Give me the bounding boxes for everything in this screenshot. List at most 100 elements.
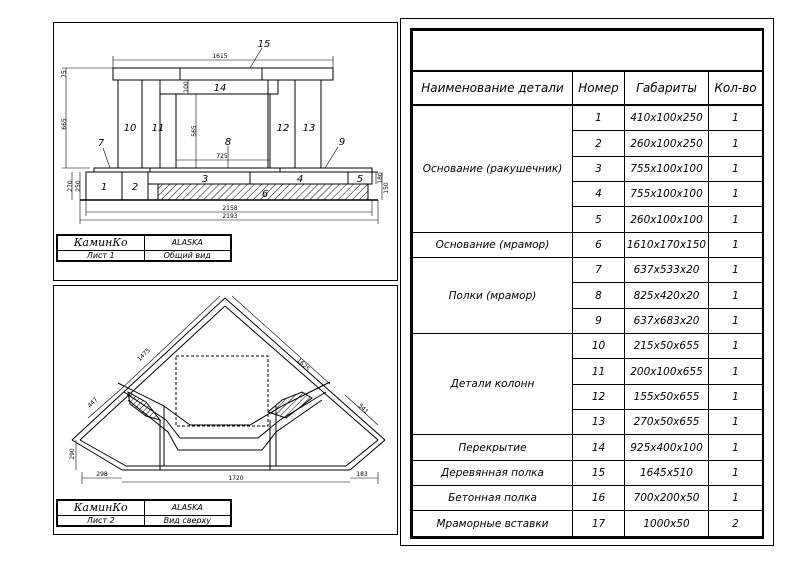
spec-num-cell: 9 [572, 307, 625, 335]
dim-1475: 1475 [136, 347, 152, 363]
spec-qty-cell: 1 [708, 307, 763, 335]
label-7: 7 [98, 138, 105, 149]
table-row: Детали колонн 10 215x50x655 1 [412, 333, 763, 436]
dim-100: 100 [183, 81, 190, 93]
part-8-shelf [149, 167, 281, 173]
spec-num-cell: 11 [572, 358, 625, 385]
spec-size-cell: 637x533x20 [624, 257, 709, 284]
spec-num-cell: 7 [572, 257, 625, 284]
table-row: 9 637x683x20 1 [413, 307, 763, 335]
spec-size-cell: 215x50x655 [624, 333, 709, 360]
spec-num-cell: 3 [572, 155, 625, 183]
top-view-drawing: 1475 1625 447 541 290 298 1720 183 [69, 295, 386, 484]
label-14: 14 [214, 83, 227, 94]
spec-name-cell: Детали колонн [412, 333, 573, 436]
stamp-sheet: Лист 1 [57, 249, 145, 262]
dim-250: 250 [75, 180, 82, 192]
spec-qty-cell: 1 [708, 181, 763, 208]
spec-size-cell: 925x400x100 [624, 434, 709, 461]
spec-qty-cell: 1 [708, 459, 763, 487]
spec-size-cell: 200x100x655 [624, 358, 709, 385]
spec-num-cell: 5 [572, 206, 625, 233]
stamp-view: Вид сверху [143, 514, 231, 527]
dim-2193: 2193 [222, 213, 237, 220]
spec-size-cell: 260x100x100 [624, 206, 709, 233]
label-10: 10 [124, 123, 137, 134]
label-2: 2 [132, 182, 138, 193]
spec-num-cell: 14 [572, 434, 625, 461]
table-row: 13 270x50x655 1 [413, 409, 763, 436]
spec-qty-cell: 1 [708, 333, 763, 360]
dim-298: 298 [96, 471, 108, 478]
spec-num-cell: 13 [572, 409, 625, 436]
spec-size-cell: 410x100x250 [624, 103, 709, 132]
table-row: 11 200x100x655 1 [413, 358, 763, 385]
spec-num-cell: 15 [572, 459, 625, 487]
front-view-drawing: 15 14 10 11 12 13 7 8 9 1 2 3 4 5 6 1615… [61, 39, 390, 224]
spec-header-qty: Кол-во [708, 70, 763, 106]
stamp-sheet: Лист 2 [57, 514, 145, 527]
spec-qty-cell: 1 [708, 282, 763, 309]
dim-665: 665 [61, 118, 68, 130]
spec-size-cell: 755x100x100 [624, 181, 709, 208]
spec-table-frame: Наименование детали Номер Габариты Кол-в… [410, 28, 764, 539]
spec-qty-cell: 1 [708, 130, 763, 157]
spec-table: Наименование детали Номер Габариты Кол-в… [412, 30, 763, 537]
spec-size-cell: 700x200x50 [624, 485, 709, 512]
dim-541: 541 [357, 402, 370, 415]
dim-1625: 1625 [295, 357, 311, 373]
table-row: Полки (мрамор) 7 637x533x20 1 [412, 257, 763, 335]
table-row: Деревянная полка 15 1645x510 1 [412, 459, 763, 487]
dim-725: 725 [216, 153, 228, 160]
part-3-base [147, 171, 251, 185]
stamp-brand: КаминКо [57, 500, 145, 516]
part-9-shelf [279, 167, 373, 173]
spec-num-cell: 1 [572, 103, 625, 132]
label-12: 12 [277, 123, 290, 134]
stamp-model: ALASKA [143, 235, 231, 251]
spec-name-cell: Перекрытие [412, 434, 573, 461]
label-6: 6 [262, 189, 268, 200]
table-row: Основание (ракушечник) 1 410x100x250 1 [412, 103, 763, 233]
dim-183: 183 [356, 471, 368, 478]
dim-290: 290 [69, 448, 76, 460]
spec-size-cell: 825x420x20 [624, 282, 709, 309]
table-row: Основание (мрамор) 6 1610x170x150 1 [412, 231, 763, 259]
spec-size-cell: 1645x510 [624, 459, 709, 487]
dim-2158: 2158 [222, 205, 237, 212]
spec-qty-cell: 1 [708, 485, 763, 512]
spec-name-cell: Основание (мрамор) [412, 231, 573, 259]
spec-header-size: Габариты [624, 70, 709, 106]
spec-num-cell: 2 [572, 130, 625, 157]
table-row: 12 155x50x655 1 [413, 383, 763, 411]
spec-num-cell: 12 [572, 383, 625, 411]
spec-qty-cell: 1 [708, 155, 763, 183]
stamp-brand: КаминКо [57, 235, 145, 251]
spec-size-cell: 755x100x100 [624, 155, 709, 183]
spec-size-cell: 1000x50 [624, 510, 709, 537]
dim-1615: 1615 [212, 53, 227, 60]
spec-name-cell: Полки (мрамор) [412, 257, 573, 335]
spec-qty-cell: 1 [708, 358, 763, 385]
table-row: 3 755x100x100 1 [413, 155, 763, 183]
spec-num-cell: 8 [572, 282, 625, 309]
spec-name-cell: Бетонная полка [412, 485, 573, 512]
table-row: Мраморные вставки 17 1000x50 2 [412, 510, 763, 537]
label-4: 4 [297, 174, 303, 185]
spec-num-cell: 16 [572, 485, 625, 512]
label-1: 1 [101, 182, 107, 193]
spec-name-cell: Деревянная полка [412, 459, 573, 487]
spec-qty-cell: 1 [708, 231, 763, 259]
spec-qty-cell: 1 [708, 383, 763, 411]
spec-size-cell: 260x100x250 [624, 130, 709, 157]
spec-qty-cell: 1 [708, 434, 763, 461]
dim-180: 180 [377, 172, 384, 184]
title-block-sheet-1: КаминКо ALASKA Лист 1 Общий вид [56, 234, 232, 262]
dim-150: 150 [383, 182, 390, 194]
spec-num-cell: 6 [572, 231, 625, 259]
label-9: 9 [339, 137, 345, 148]
part-15-shelf [112, 67, 334, 81]
label-13: 13 [303, 123, 316, 134]
title-block-sheet-2: КаминКо ALASKA Лист 2 Вид сверху [56, 499, 232, 527]
sheet-top-view [53, 285, 398, 535]
